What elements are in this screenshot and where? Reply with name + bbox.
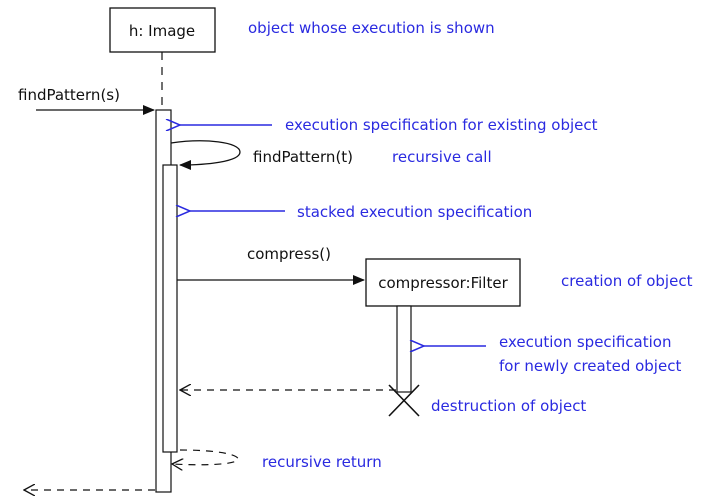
annotation-recursive-call: recursive call <box>392 148 492 166</box>
image-object-label: h: Image <box>129 22 195 40</box>
annotation-stacked-exec: stacked execution specification <box>297 203 532 221</box>
image-object-box <box>109 7 216 53</box>
compressor-object-box <box>365 258 521 307</box>
annotation-exec-existing: execution specification for existing obj… <box>285 116 598 134</box>
annotation-exec-new-line2: for newly created object <box>499 357 681 375</box>
annotation-recursive-return: recursive return <box>262 453 382 471</box>
find-pattern-s-label: findPattern(s) <box>18 86 120 104</box>
recursive-call-arrow <box>170 140 241 170</box>
execution-spec-stacked <box>162 164 178 453</box>
annotation-destruction: destruction of object <box>431 397 586 415</box>
compressor-object-label: compressor:Filter <box>378 274 508 292</box>
annotation-object-shown: object whose execution is shown <box>248 19 495 37</box>
find-pattern-t-label: findPattern(t) <box>253 148 353 166</box>
recursive-return-arrow <box>172 449 239 465</box>
annotation-exec-new-line1: execution specification <box>499 333 671 351</box>
execution-spec-compressor <box>396 305 412 393</box>
annotation-creation: creation of object <box>561 272 693 290</box>
compress-label: compress() <box>247 245 331 263</box>
destruction-mark-cross <box>388 384 420 417</box>
